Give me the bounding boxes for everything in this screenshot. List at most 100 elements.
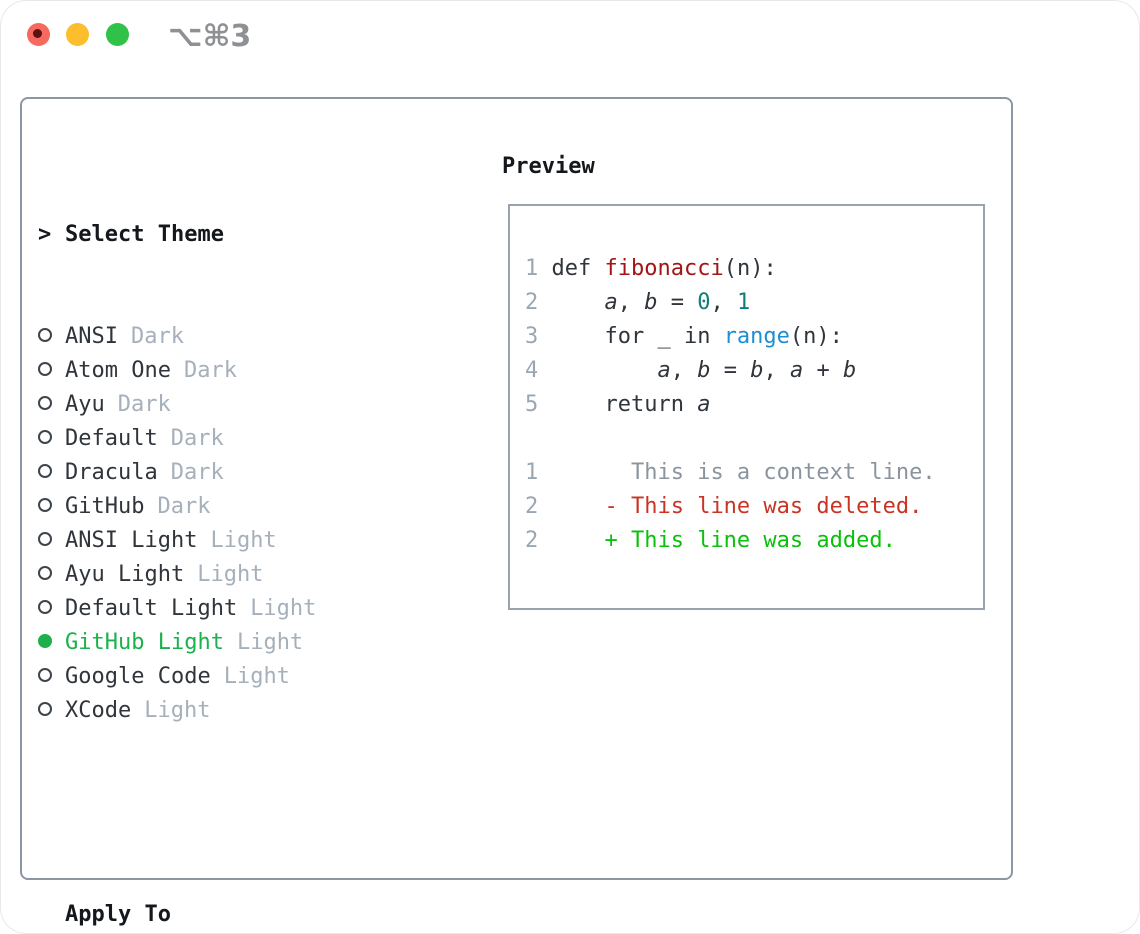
token-plain: , <box>670 358 698 383</box>
token-plain: , <box>710 290 737 315</box>
radio-icon <box>38 388 65 422</box>
token-plain: + <box>803 358 843 383</box>
apply-to-header: Apply To <box>65 902 171 927</box>
radio-icon <box>38 592 65 626</box>
radio-icon <box>38 694 65 728</box>
line-number: 1 <box>525 460 552 485</box>
token-ctx: This is a context line. <box>551 460 936 485</box>
token-plain: , <box>763 358 790 383</box>
theme-item-github-light-light[interactable]: GitHub Light Light <box>38 626 409 660</box>
theme-name: Dracula <box>65 460 158 485</box>
theme-variant-badge: Dark <box>130 324 184 349</box>
radio-icon <box>38 558 65 592</box>
theme-item-dracula-dark[interactable]: Dracula Dark <box>38 456 409 490</box>
theme-variant-badge: Light <box>223 664 290 689</box>
token-num: 1 <box>736 290 751 315</box>
token-var: b <box>750 358 764 383</box>
theme-name: XCode <box>65 698 132 723</box>
theme-item-ayu-dark[interactable]: Ayu Dark <box>38 388 409 422</box>
theme-name: Google Code <box>65 664 211 689</box>
theme-variant-badge: Dark <box>170 460 224 485</box>
theme-item-atom-one-dark[interactable]: Atom One Dark <box>38 354 409 388</box>
theme-variant-badge: Dark <box>183 358 237 383</box>
theme-item-ansi-dark[interactable]: ANSI Dark <box>38 320 409 354</box>
token-plain: = <box>657 290 698 315</box>
line-number: 4 <box>525 358 552 383</box>
minimize-button[interactable] <box>66 23 89 46</box>
token-plain: for _ in <box>551 324 724 349</box>
code-line: 2 + This line was added. <box>525 524 983 558</box>
token-var: b <box>644 290 658 315</box>
code-line: 2 - This line was deleted. <box>525 490 983 524</box>
window-shortcut-label: ⌥⌘3 <box>168 19 252 54</box>
radio-selected-icon <box>38 626 65 660</box>
radio-icon <box>38 320 65 354</box>
theme-variant-badge: Light <box>250 596 317 621</box>
theme-variant-badge: Light <box>236 630 304 655</box>
radio-icon <box>38 524 65 558</box>
preview-title: Preview <box>502 154 595 179</box>
token-plain: def <box>551 256 605 281</box>
spacer <box>38 796 409 830</box>
token-builtin: range <box>723 324 790 349</box>
token-var: a <box>789 358 804 383</box>
theme-name: GitHub Light <box>65 630 224 655</box>
token-var: a <box>697 392 711 417</box>
apply-to-header-row: Apply To <box>38 898 409 932</box>
radio-icon <box>38 490 65 524</box>
theme-name: Default <box>65 426 158 451</box>
theme-variant-badge: Dark <box>117 392 171 417</box>
theme-name: Ayu Light <box>65 562 185 587</box>
line-number <box>525 426 552 451</box>
token-var: a <box>657 358 671 383</box>
theme-list-header-row: >Select Theme <box>38 218 409 252</box>
prompt-icon: > <box>38 222 52 247</box>
theme-variant-badge: Light <box>197 562 264 587</box>
line-number: 3 <box>525 324 552 349</box>
theme-name: Ayu <box>65 392 105 417</box>
theme-name: Default Light <box>65 596 238 621</box>
theme-variant-badge: Light <box>210 528 277 553</box>
preview-pane: 1 def fibonacci(n): 2 a, b = 0, 1 3 for _ … <box>508 204 985 610</box>
code-line: 5 return a <box>525 388 983 422</box>
token-plain: , <box>617 290 645 315</box>
token-plain <box>552 358 658 383</box>
line-number: 1 <box>525 256 552 281</box>
token-var: b <box>842 358 857 383</box>
close-button[interactable] <box>27 23 50 46</box>
token-plain: = <box>710 358 751 383</box>
token-plain: (n): <box>723 256 777 281</box>
code-preview: 1 def fibonacci(n): 2 a, b = 0, 1 3 for _ … <box>510 206 983 558</box>
theme-name: GitHub <box>65 494 145 519</box>
code-line: 4 a, b = b, a + b <box>525 354 983 388</box>
line-number: 2 <box>525 494 552 519</box>
code-line: 1 This is a context line. <box>525 456 983 490</box>
token-del: - This line was deleted. <box>551 494 923 519</box>
theme-name: ANSI <box>65 324 118 349</box>
theme-item-default-light-light[interactable]: Default Light Light <box>38 592 409 626</box>
token-plain: return <box>551 392 698 417</box>
theme-item-xcode-light[interactable]: XCode Light <box>38 694 409 728</box>
line-number: 5 <box>525 392 552 417</box>
title-bar: ⌥⌘3 <box>0 0 1140 72</box>
theme-item-google-code-light[interactable]: Google Code Light <box>38 660 409 694</box>
theme-item-ayu-light-light[interactable]: Ayu Light Light <box>38 558 409 592</box>
token-num: 0 <box>697 290 711 315</box>
code-line: 1 def fibonacci(n): <box>525 252 983 286</box>
token-var: b <box>697 358 711 383</box>
zoom-button[interactable] <box>106 23 129 46</box>
code-line <box>525 422 983 456</box>
code-line: 3 for _ in range(n): <box>525 320 983 354</box>
radio-icon <box>38 660 65 694</box>
token-plain: (n): <box>789 324 843 349</box>
theme-variant-badge: Light <box>144 698 211 723</box>
line-number: 2 <box>525 528 552 553</box>
theme-name: Atom One <box>65 358 171 383</box>
token-add: + This line was added. <box>551 528 896 553</box>
